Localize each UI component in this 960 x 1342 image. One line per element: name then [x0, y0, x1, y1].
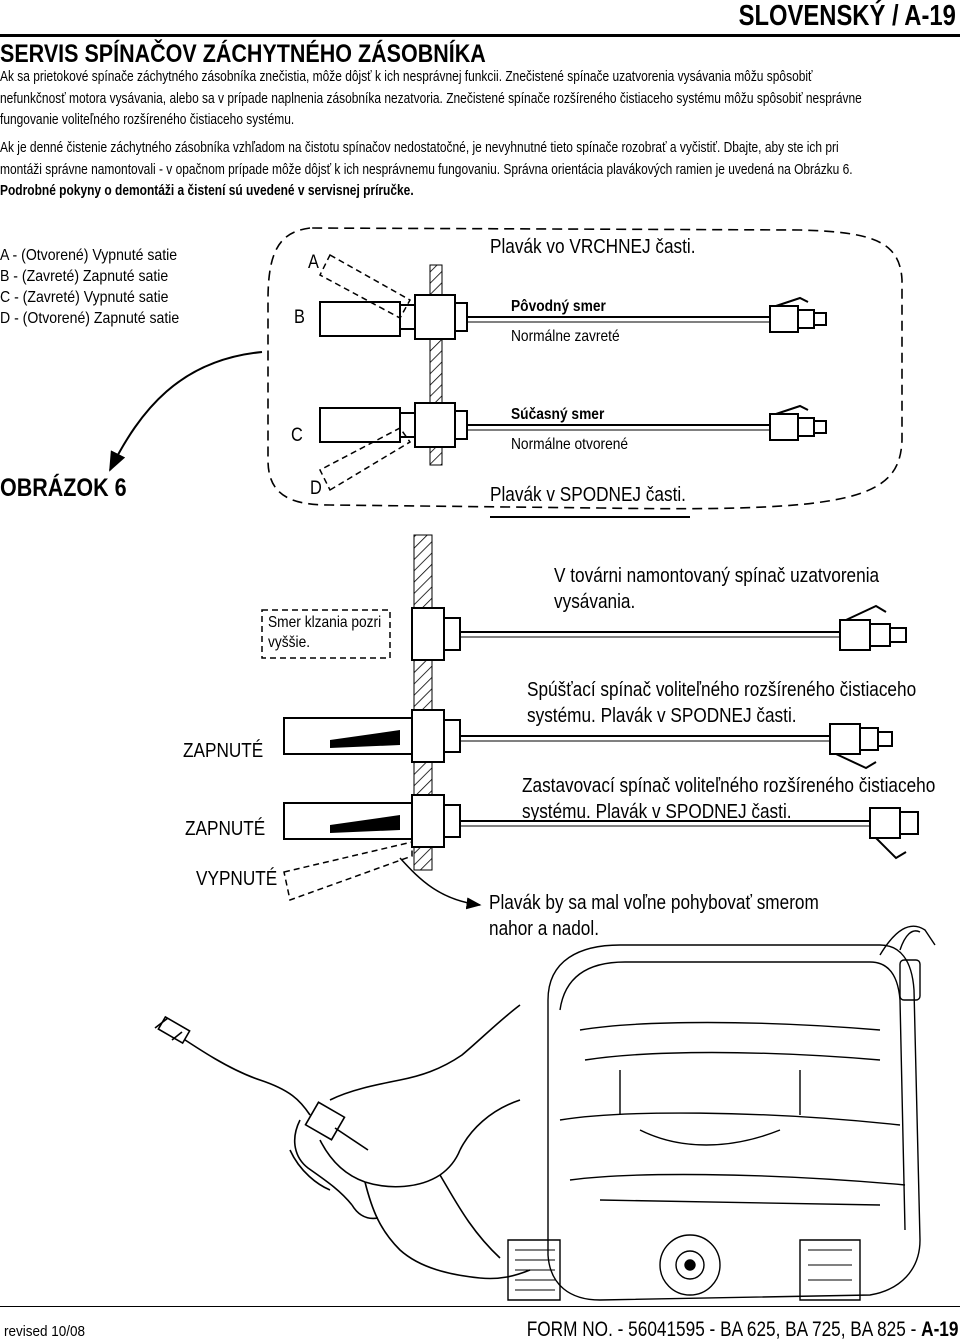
- hand-holding-switch-illustration: [154, 1004, 531, 1280]
- legend-item-a: A - (Otvorené) Vypnuté satie: [0, 247, 178, 264]
- float-bottom-label: Plavák v SPODNEJ časti.: [490, 484, 686, 506]
- paragraph-1-line-1: Ak sa prietokové spínače záchytného záso…: [0, 69, 813, 85]
- trigger-switch: [283, 709, 893, 770]
- factory-switch-line-1: V továrni namontovaný spínač uzatvorenia: [554, 565, 880, 587]
- float-top-label: Plavák vo VRCHNEJ časti.: [490, 236, 696, 258]
- header-rule: [0, 34, 960, 37]
- slide-direction-line-2: vyššie.: [268, 634, 311, 651]
- float-movement-line-1: Plavák by sa mal voľne pohybovať smerom: [489, 892, 819, 914]
- bottom-switch-diagram: [261, 534, 919, 910]
- form-number: FORM NO. - 56041595 - BA 625, BA 725, BA…: [526, 1318, 958, 1342]
- current-direction-label: Súčasný smer: [511, 406, 605, 423]
- letter-b: B: [294, 307, 305, 328]
- float-movement-label: Plavák by sa mal voľne pohybovať smerom …: [489, 890, 819, 942]
- page-title: SERVIS SPÍNAČOV ZÁCHYTNÉHO ZÁSOBNÍKA: [0, 40, 486, 68]
- normally-closed-label: Normálne zavreté: [511, 328, 620, 345]
- revision-label: revised 10/08: [4, 1323, 86, 1340]
- factory-switch-label: V továrni namontovaný spínač uzatvorenia…: [554, 563, 879, 615]
- paragraph-1-line-2: nefunkčnosť motora vysávania, alebo sa v…: [0, 90, 862, 107]
- stop-switch-line-2: systému. Plavák v SPODNEJ časti.: [522, 801, 792, 823]
- on-label-1: ZAPNUTÉ: [183, 740, 264, 762]
- trigger-switch-label: Spúšťací spínač voliteľného rozšíreného …: [527, 677, 916, 729]
- paragraph-1: Ak sa prietokové spínače záchytného záso…: [0, 67, 943, 132]
- paragraph-2-line-3: Podrobné pokyny o demontáži a čistení sú…: [0, 183, 414, 199]
- stop-switch: [283, 794, 919, 901]
- paragraph-2-line-1: Ak je denné čistenie záchytného zásobník…: [0, 140, 839, 156]
- slide-direction-label: Smer klzania pozri vyššie.: [268, 613, 381, 653]
- original-direction-label: Pôvodný smer: [511, 298, 606, 315]
- on-label-2: ZAPNUTÉ: [185, 818, 266, 840]
- float-movement-line-2: nahor a nadol.: [489, 918, 599, 940]
- page-number: A-19: [920, 1318, 958, 1341]
- legend-item-c: C - (Zavreté) Vypnuté satie: [0, 289, 169, 306]
- factory-vacuum-switch: [411, 604, 907, 661]
- letter-a: A: [308, 252, 319, 273]
- figure-caption: OBRÁZOK 6: [0, 474, 127, 502]
- top-switch-diagram: [319, 253, 827, 518]
- slide-direction-line-1: Smer klzania pozri: [268, 614, 382, 631]
- off-label: VYPNUTÉ: [196, 868, 278, 890]
- stop-switch-label: Zastavovací spínač voliteľného rozšírené…: [522, 773, 935, 825]
- footer-rule: [0, 1306, 960, 1307]
- detail-callout-outline: [267, 227, 903, 510]
- switch-lower: [319, 402, 827, 492]
- switch-upper: [319, 253, 827, 340]
- trigger-switch-line-1: Spúšťací spínač voliteľného rozšíreného …: [527, 679, 917, 701]
- switch-state-legend: A - (Otvorené) Vypnuté satie B - (Zavret…: [0, 245, 179, 329]
- paragraph-2-line-2: montáži správne namontovali - v opačnom …: [0, 161, 853, 178]
- letter-c: C: [291, 425, 303, 446]
- factory-switch-line-2: vysávania.: [554, 591, 636, 613]
- floor-scrubber-illustration: [507, 925, 936, 1301]
- trigger-switch-line-2: systému. Plavák v SPODNEJ časti.: [527, 705, 797, 727]
- callout-arrow: [109, 351, 263, 472]
- letter-d: D: [310, 478, 322, 499]
- paragraph-2: Ak je denné čistenie záchytného zásobník…: [0, 138, 943, 203]
- legend-item-b: B - (Zavreté) Zapnuté satie: [0, 268, 169, 285]
- paragraph-1-line-3: fungovanie voliteľného rozšíreného čisti…: [0, 112, 295, 128]
- stop-switch-line-1: Zastavovací spínač voliteľného rozšírené…: [522, 775, 936, 797]
- language-page-label: SLOVENSKÝ / A-19: [738, 0, 956, 32]
- legend-item-d: D - (Otvorené) Zapnuté satie: [0, 310, 180, 327]
- normally-open-label: Normálne otvorené: [511, 436, 629, 453]
- form-number-text: FORM NO. - 56041595 - BA 625, BA 725, BA…: [526, 1318, 921, 1341]
